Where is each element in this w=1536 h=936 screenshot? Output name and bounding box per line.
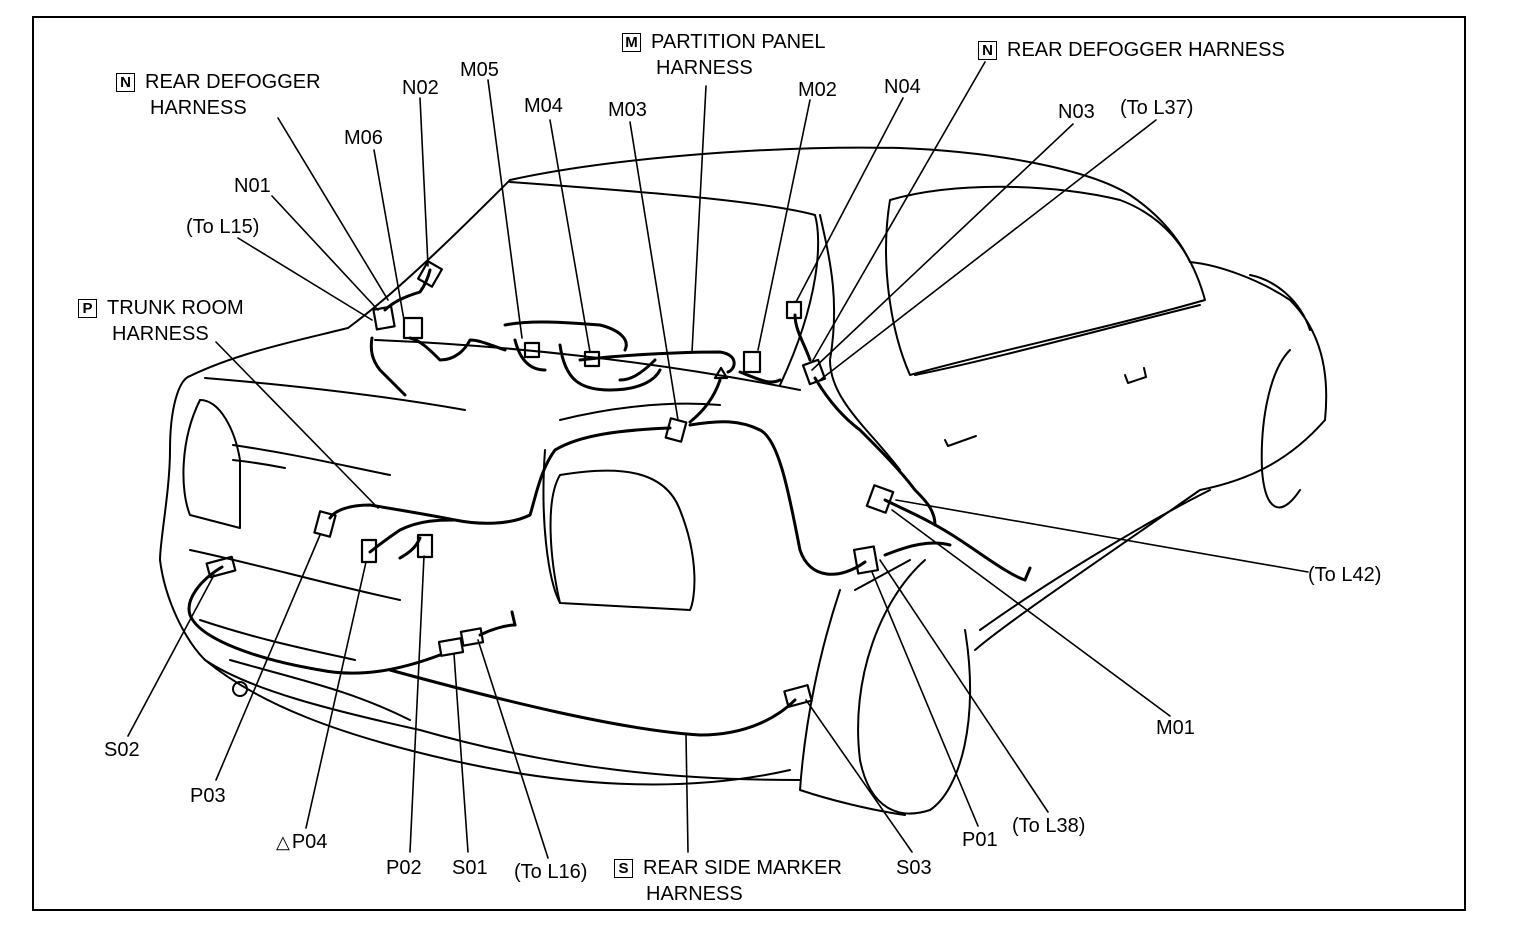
connector-n01 xyxy=(372,305,396,331)
connector-label-s02: S02 xyxy=(104,739,140,761)
harness-label-trunk-room-line2: HARNESS xyxy=(112,323,209,345)
connector-s02 xyxy=(205,555,237,579)
connector-p04 xyxy=(360,538,378,564)
connector-m02 xyxy=(742,350,762,374)
connector-n03 xyxy=(801,358,827,386)
connector-label-m04: M04 xyxy=(524,95,563,117)
harness-name: REAR DEFOGGER HARNESS xyxy=(1007,39,1285,61)
harness-letter-box: S xyxy=(614,859,633,878)
harness-name: REAR SIDE MARKER xyxy=(643,857,842,879)
connector-label-p02: P02 xyxy=(386,857,422,879)
connector-s01 xyxy=(437,637,465,657)
connector-label-s01: S01 xyxy=(452,857,488,879)
connector-n02 xyxy=(416,260,444,288)
connector-m05 xyxy=(523,341,541,359)
connector-label-m03: M03 xyxy=(608,99,647,121)
car-body xyxy=(159,146,1328,816)
harness-wires xyxy=(187,268,1032,737)
harness-label-rear-side-marker: S REAR SIDE MARKER xyxy=(614,856,842,880)
harness-name: REAR DEFOGGER xyxy=(145,71,321,93)
reference-label-l15: (To L15) xyxy=(186,216,260,238)
reference-label-l37: (To L37) xyxy=(1120,97,1194,119)
connector-m01 xyxy=(865,484,895,514)
connector-label-m06: M06 xyxy=(344,127,383,149)
connector-label-n02: N02 xyxy=(402,77,439,99)
connector-label-p04: △P04 xyxy=(276,831,328,853)
connector-label-n04: N04 xyxy=(884,76,921,98)
diagram-frame xyxy=(32,16,1466,911)
connector-label-s03: S03 xyxy=(896,857,932,879)
connector-p03 xyxy=(313,510,337,538)
harness-label-trunk-room: P TRUNK ROOM xyxy=(78,296,244,320)
connector-s03 xyxy=(783,684,813,708)
connector-label-m02: M02 xyxy=(798,79,837,101)
connector-m03-arrow xyxy=(713,366,729,380)
triangle-marker-icon: △ xyxy=(276,832,290,852)
connector-label-m01: M01 xyxy=(1156,717,1195,739)
harness-letter-box: M xyxy=(622,33,641,52)
harness-label-rear-defogger-left: N REAR DEFOGGER xyxy=(116,70,321,94)
reference-label-l38: (To L38) xyxy=(1012,815,1086,837)
harness-letter-box: N xyxy=(978,41,997,60)
connector-label-m05: M05 xyxy=(460,59,499,81)
connector-m03 xyxy=(664,417,688,443)
connector-label-n03: N03 xyxy=(1058,101,1095,123)
harness-name: PARTITION PANEL xyxy=(651,31,826,53)
reference-label-l16: (To L16) xyxy=(514,861,588,883)
harness-letter-box: N xyxy=(116,73,135,92)
harness-label-partition-panel: M PARTITION PANEL xyxy=(622,30,825,54)
connector-label-n01: N01 xyxy=(234,175,271,197)
connector-s01b xyxy=(459,627,485,647)
connector-m06 xyxy=(402,316,424,340)
harness-label-rear-side-marker-line2: HARNESS xyxy=(646,883,743,905)
harness-label-partition-panel-line2: HARNESS xyxy=(656,57,753,79)
connector-m04 xyxy=(583,350,601,368)
leader-lines xyxy=(127,61,1309,859)
connector-label-p03: P03 xyxy=(190,785,226,807)
connector-n04 xyxy=(785,300,803,320)
harness-label-rear-defogger-left-line2: HARNESS xyxy=(150,97,247,119)
harness-name: TRUNK ROOM xyxy=(107,297,244,319)
connector-p02 xyxy=(416,533,434,559)
harness-label-rear-defogger-right: N REAR DEFOGGER HARNESS xyxy=(978,38,1285,62)
connectors xyxy=(205,260,895,708)
reference-label-l42: (To L42) xyxy=(1308,564,1382,586)
connector-p01 xyxy=(852,545,880,575)
connector-label-p01: P01 xyxy=(962,829,998,851)
harness-letter-box: P xyxy=(78,299,97,318)
